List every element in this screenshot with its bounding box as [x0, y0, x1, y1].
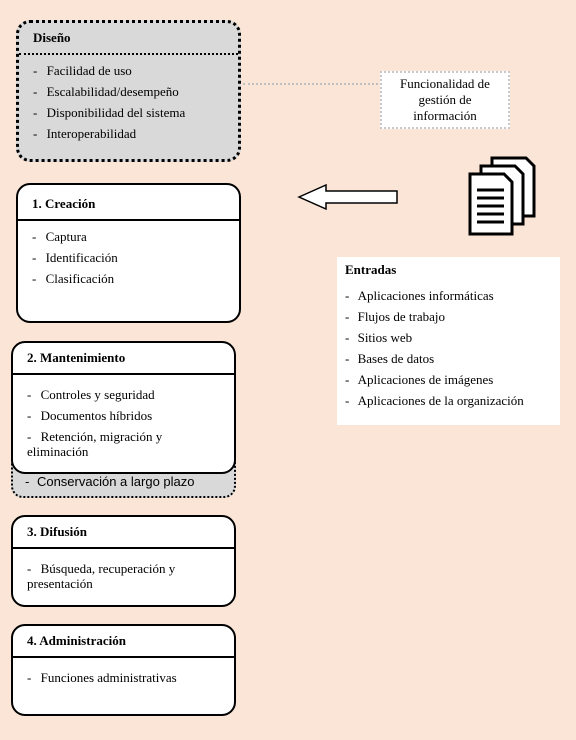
- administracion-title: 4. Administración: [13, 626, 234, 658]
- list-item: Bases de datos: [345, 351, 552, 366]
- conservacion-label: Conservación a largo plazo: [25, 474, 195, 489]
- list-item: Sitios web: [345, 330, 552, 345]
- diseno-box: Diseño Facilidad de uso Escalabilidad/de…: [16, 20, 241, 162]
- diseno-title: Diseño: [19, 23, 238, 55]
- difusion-title: 3. Difusión: [13, 517, 234, 549]
- difusion-list: Búsqueda, recuperación y presentación: [13, 549, 234, 591]
- mantenimiento-list: Controles y seguridad Documentos híbrido…: [13, 375, 234, 459]
- creacion-box: 1. Creación Captura Identificación Clasi…: [16, 183, 241, 323]
- list-item: Controles y seguridad: [27, 387, 220, 402]
- list-item: Aplicaciones informáticas: [345, 288, 552, 303]
- list-item: Interoperabilidad: [33, 126, 224, 141]
- list-item: Disponibilidad del sistema: [33, 105, 224, 120]
- list-item: Identificación: [32, 250, 225, 265]
- list-item: Facilidad de uso: [33, 63, 224, 78]
- documents-icon: [468, 156, 536, 236]
- difusion-box: 3. Difusión Búsqueda, recuperación y pre…: [11, 515, 236, 607]
- list-item: Clasificación: [32, 271, 225, 286]
- funcionalidad-box: Funcionalidad de gestión de información: [380, 71, 510, 129]
- list-item: Escalabilidad/desempeño: [33, 84, 224, 99]
- diseno-list: Facilidad de uso Escalabilidad/desempeño…: [19, 55, 238, 141]
- list-item: Funciones administrativas: [27, 670, 220, 685]
- list-item: Retención, migración y eliminación: [27, 429, 220, 459]
- list-item: Flujos de trabajo: [345, 309, 552, 324]
- list-item: Aplicaciones de la organización: [345, 393, 552, 408]
- entradas-title: Entradas: [345, 262, 397, 277]
- entradas-list: Aplicaciones informáticas Flujos de trab…: [345, 288, 552, 408]
- list-item: Búsqueda, recuperación y presentación: [27, 561, 220, 591]
- list-item: Captura: [32, 229, 225, 244]
- administracion-box: 4. Administración Funciones administrati…: [11, 624, 236, 716]
- administracion-list: Funciones administrativas: [13, 658, 234, 685]
- left-arrow-icon: [297, 183, 398, 211]
- funcionalidad-label: Funcionalidad de gestión de información: [400, 76, 490, 123]
- list-item: Aplicaciones de imágenes: [345, 372, 552, 387]
- creacion-list: Captura Identificación Clasificación: [18, 221, 239, 286]
- creacion-title: 1. Creación: [18, 185, 239, 221]
- mantenimiento-title: 2. Mantenimiento: [13, 343, 234, 375]
- dotted-connector: [243, 83, 378, 85]
- mantenimiento-box: 2. Mantenimiento Controles y seguridad D…: [11, 341, 236, 474]
- entradas-box: Entradas Aplicaciones informáticas Flujo…: [337, 257, 560, 425]
- list-item: Documentos híbridos: [27, 408, 220, 423]
